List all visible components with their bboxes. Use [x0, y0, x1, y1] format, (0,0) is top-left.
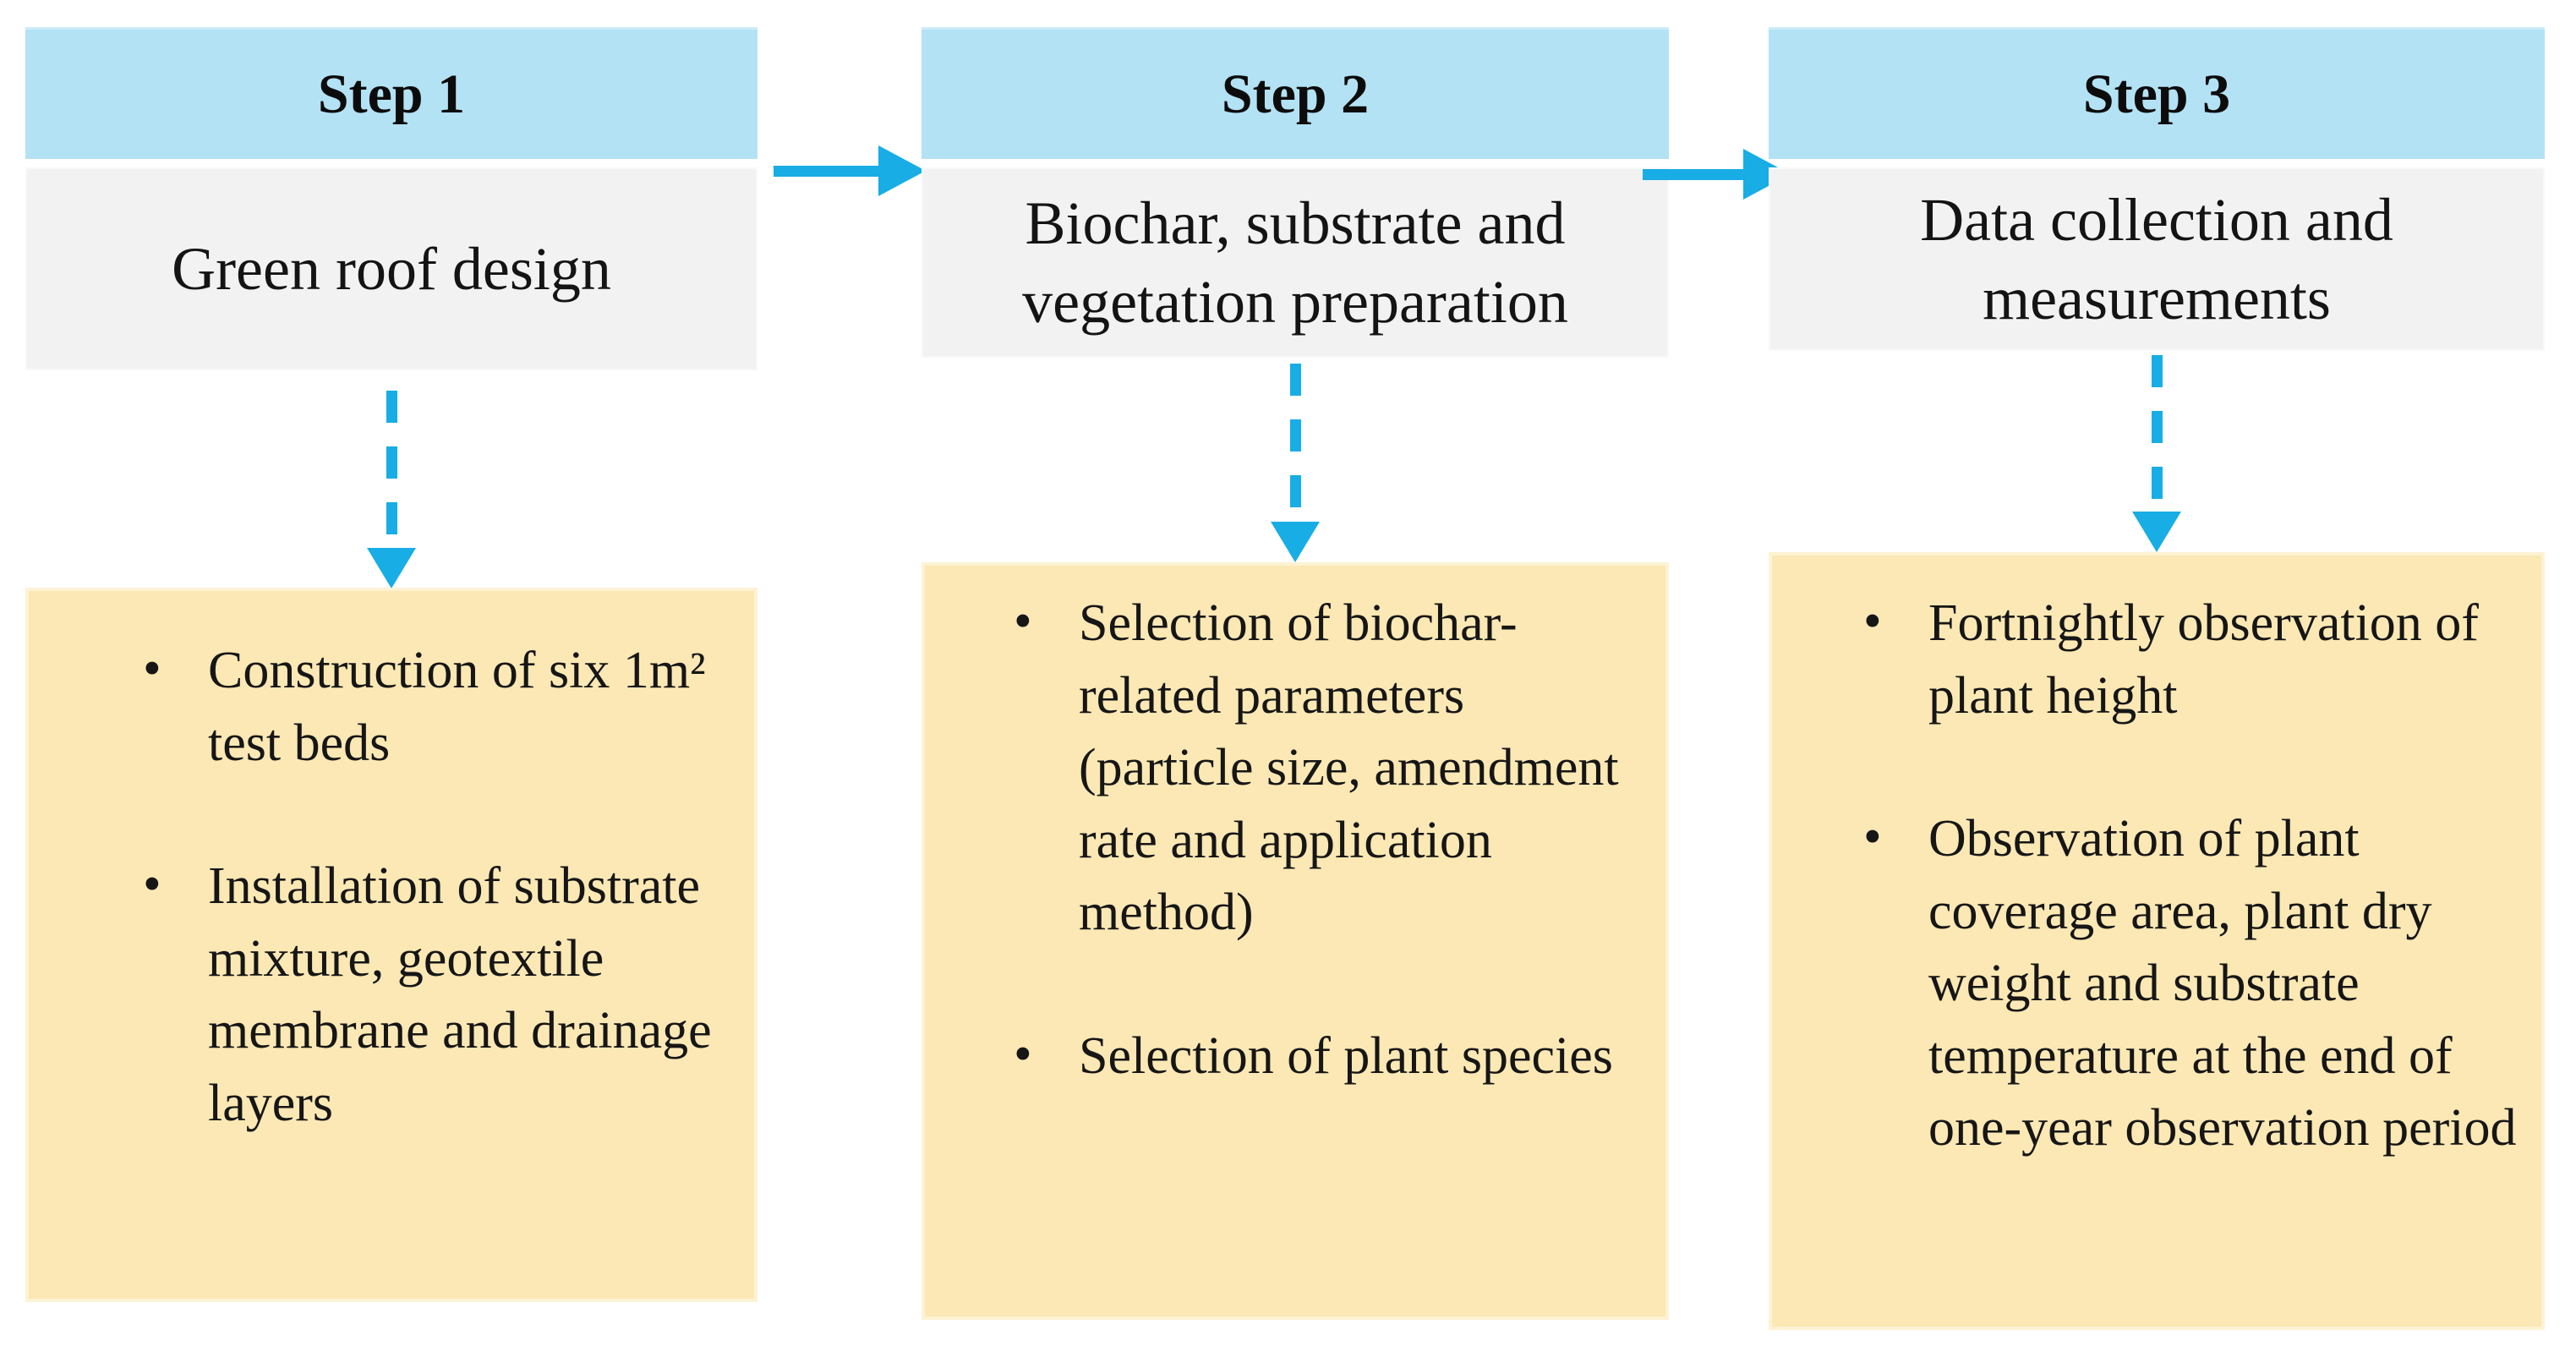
step-3-column: Step 3 Data collection and measurements …	[1769, 0, 2545, 1352]
step-3-details-box: Fortnightly observation of plant height …	[1769, 552, 2545, 1330]
step-1-column: Step 1 Green roof design Construction of…	[25, 0, 757, 1352]
step-2-details-box: Selection of biochar-related parameters …	[922, 562, 1669, 1320]
step-3-header: Step 3	[1769, 27, 2545, 159]
arrow-dash-line	[2151, 355, 2163, 512]
step-3-bullet-list: Fortnightly observation of plant height …	[1772, 556, 2541, 1165]
step-2-bullet-list: Selection of biochar-related parameters …	[925, 566, 1665, 1092]
bullet-item: Fortnightly observation of plant height	[1863, 586, 2519, 732]
step-1-details-box: Construction of six 1m² test beds Instal…	[25, 588, 757, 1302]
bullet-item: Construction of six 1m² test beds	[143, 633, 725, 780]
step-1-bullet-list: Construction of six 1m² test beds Instal…	[29, 591, 754, 1140]
step-1-header: Step 1	[25, 27, 757, 159]
arrow-head-down-icon	[1271, 522, 1320, 562]
step-3-description: Data collection and measurements	[1769, 167, 2545, 351]
down-dashed-arrow-icon	[1271, 364, 1320, 562]
arrow-shaft	[1643, 168, 1743, 180]
bullet-item: Selection of plant species	[1014, 1019, 1643, 1093]
step-1-description: Green roof design	[25, 167, 757, 370]
bullet-item: Installation of substrate mixture, geote…	[143, 849, 725, 1140]
arrow-head-down-icon	[2132, 512, 2181, 552]
step-2-description: Biochar, substrate and vegetation prepar…	[922, 167, 1669, 358]
step-2-column: Step 2 Biochar, substrate and vegetation…	[922, 0, 1669, 1352]
bullet-item: Selection of biochar-related parameters …	[1014, 586, 1643, 950]
step-2-header: Step 2	[922, 27, 1669, 159]
down-dashed-arrow-icon	[2132, 355, 2181, 552]
down-dashed-arrow-icon	[367, 391, 416, 588]
arrow-head-right-icon	[878, 145, 926, 196]
arrow-dash-line	[1289, 364, 1301, 522]
bullet-item: Observation of plant coverage area, plan…	[1863, 802, 2519, 1165]
right-arrow-icon	[774, 145, 926, 196]
arrow-dash-line	[386, 391, 397, 548]
arrow-shaft	[774, 165, 878, 177]
arrow-head-down-icon	[367, 548, 416, 588]
